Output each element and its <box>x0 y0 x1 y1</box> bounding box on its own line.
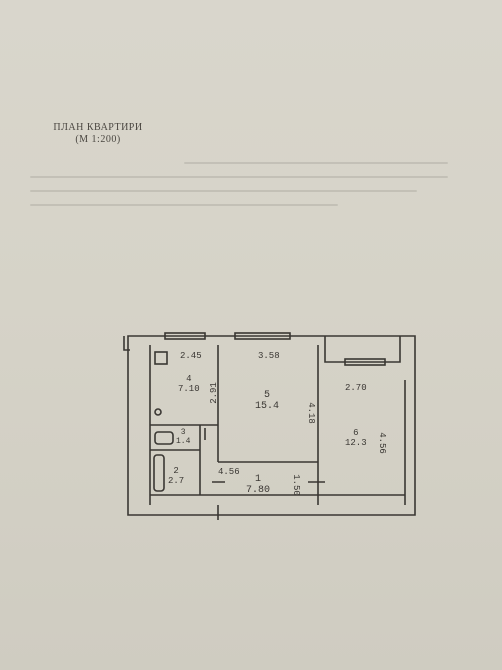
room-6-dim-top: 2.70 <box>345 383 367 393</box>
room-1-label: 1 7.80 <box>246 474 270 496</box>
room-3-label: 3 1.4 <box>176 428 190 446</box>
room-4-dim-top: 2.45 <box>180 351 202 361</box>
room-5-area: 15.4 <box>255 401 280 412</box>
stove-fixture <box>154 351 168 365</box>
room-2-label: 2 2.7 <box>168 466 184 486</box>
room-3-area: 1.4 <box>176 437 191 446</box>
room-6-dim-side: 4.56 <box>376 432 387 454</box>
room-5-dim-side: 4.18 <box>305 402 316 424</box>
room-5-number: 5 <box>264 390 271 401</box>
room-6-area: 12.3 <box>345 438 367 448</box>
room-2-number: 2 <box>173 466 179 476</box>
window-room5 <box>234 332 291 340</box>
room-1-number: 1 <box>255 474 262 485</box>
window-room6 <box>344 358 386 366</box>
plan-title: ПЛАН КВАРТИРИ (М 1:200) <box>38 122 158 146</box>
room-4-dim-side: 2.91 <box>208 382 219 404</box>
room-6-number: 6 <box>353 428 359 438</box>
room-3-number: 3 <box>180 428 186 437</box>
window-room4 <box>164 332 206 340</box>
plan-scale: (М 1:200) <box>75 134 121 145</box>
room-2-area: 2.7 <box>168 476 185 486</box>
wc-fixture <box>154 431 174 445</box>
room-1-dim-side: 1.50 <box>290 474 301 496</box>
outer-wall <box>127 335 416 516</box>
room-5-label: 5 15.4 <box>255 390 279 412</box>
room-4-area: 7.10 <box>178 384 200 394</box>
wall-stub <box>123 336 130 351</box>
room-6-label: 6 12.3 <box>345 428 367 448</box>
bathtub-fixture <box>153 454 165 492</box>
room-1-dim-top: 4.56 <box>218 467 240 477</box>
loggia-outline <box>324 336 401 363</box>
room-4-number: 4 <box>186 374 192 384</box>
room-4-label: 4 7.10 <box>178 374 200 394</box>
room-5-dim-top: 3.58 <box>258 351 280 361</box>
door-marks <box>204 428 325 520</box>
room-1-area: 7.80 <box>246 485 271 496</box>
plan-title-line1: ПЛАН КВАРТИРИ <box>53 122 143 133</box>
faded-text-block <box>30 150 470 230</box>
sink-fixture <box>154 408 162 416</box>
